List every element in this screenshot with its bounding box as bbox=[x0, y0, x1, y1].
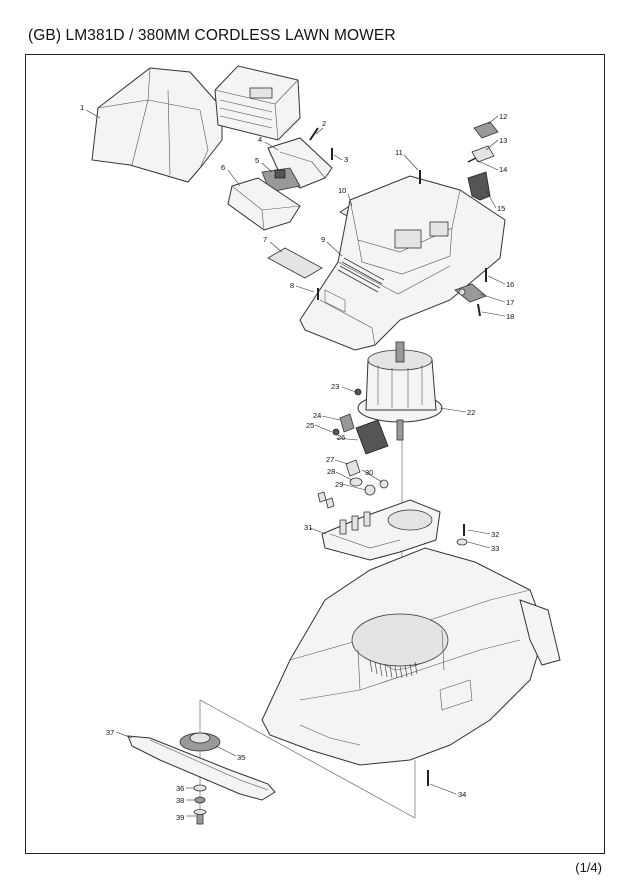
part-label: 32 bbox=[491, 530, 499, 539]
part-motor-mount bbox=[321, 499, 441, 561]
part-label: 37 bbox=[106, 728, 114, 737]
part-screw-23 bbox=[354, 388, 362, 396]
part-label: 4 bbox=[258, 135, 262, 144]
diagram-title: (GB) LM381D / 380MM CORDLESS LAWN MOWER bbox=[28, 27, 396, 44]
page-number: (1/4) bbox=[575, 860, 602, 875]
part-label: 17 bbox=[506, 298, 514, 307]
part-battery bbox=[214, 65, 301, 141]
part-blade-holder bbox=[179, 732, 221, 752]
part-label: 24 bbox=[313, 411, 321, 420]
part-latch-4-5 bbox=[261, 137, 333, 193]
part-label: 14 bbox=[499, 165, 507, 174]
part-label: 8 bbox=[290, 281, 294, 290]
part-label: 25 bbox=[306, 421, 314, 430]
part-label: 13 bbox=[499, 136, 507, 145]
part-controller-24-26 bbox=[332, 413, 389, 455]
part-label: 2 bbox=[322, 119, 326, 128]
part-label: 5 bbox=[255, 156, 259, 165]
part-switch-12-15 bbox=[467, 121, 499, 201]
part-label: 18 bbox=[506, 312, 514, 321]
part-washer-bolt-36-39 bbox=[193, 784, 207, 825]
part-label: 27 bbox=[326, 455, 334, 464]
part-label: 28 bbox=[327, 467, 335, 476]
part-label: 23 bbox=[331, 382, 339, 391]
part-switch-lever-16-18 bbox=[454, 268, 487, 317]
part-label: 22 bbox=[467, 408, 475, 417]
diagram-frame bbox=[25, 54, 605, 854]
part-label: 39 bbox=[176, 813, 184, 822]
part-battery-cover bbox=[91, 67, 223, 183]
part-label: 11 bbox=[395, 148, 403, 157]
part-label: 9 bbox=[321, 235, 325, 244]
part-label: 10 bbox=[338, 186, 346, 195]
part-label: 7 bbox=[263, 235, 267, 244]
part-screw-32-33 bbox=[456, 524, 468, 546]
part-number-labels: 1 2 3 4 5 6 7 8 9 10 11 12 13 14 15 16 1… bbox=[80, 103, 514, 822]
part-label: 33 bbox=[491, 544, 499, 553]
leader-lines bbox=[85, 109, 506, 817]
part-label: 34 bbox=[458, 790, 466, 799]
part-label-7 bbox=[267, 247, 323, 279]
part-label: 15 bbox=[497, 204, 505, 213]
part-label: 1 bbox=[80, 103, 84, 112]
part-blade bbox=[127, 735, 276, 801]
part-upper-housing bbox=[299, 175, 506, 351]
part-label: 35 bbox=[237, 753, 245, 762]
part-label: 29 bbox=[335, 480, 343, 489]
part-label: 36 bbox=[176, 784, 184, 793]
part-battery-holder bbox=[227, 177, 301, 231]
part-label: 16 bbox=[506, 280, 514, 289]
part-screws-2-3 bbox=[309, 127, 333, 160]
part-mower-deck bbox=[261, 547, 561, 766]
part-label: 30 bbox=[365, 468, 373, 477]
part-label: 38 bbox=[176, 796, 184, 805]
part-label: 6 bbox=[221, 163, 225, 172]
part-motor bbox=[357, 341, 443, 441]
part-label: 3 bbox=[344, 155, 348, 164]
part-label: 31 bbox=[304, 523, 312, 532]
part-label: 12 bbox=[499, 112, 507, 121]
part-label: 26 bbox=[337, 433, 345, 442]
